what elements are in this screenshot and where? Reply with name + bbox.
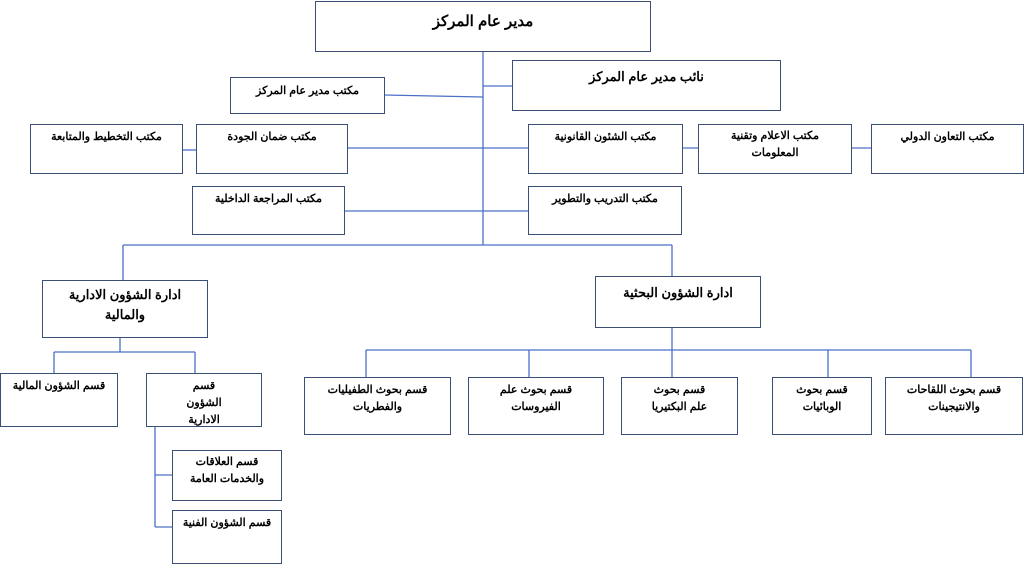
admin-dept-label: ادارة الشؤون الادارية والمالية — [68, 287, 182, 323]
planning-office-label: مكتب التخطيط والمتابعة — [51, 131, 162, 143]
administrative-section-box: قسم الشؤون الادارية — [146, 373, 262, 427]
director-office-label: مكتب مدير عام المركز — [256, 85, 359, 97]
relations-section-box: قسم العلاقات والخدمات العامة — [172, 450, 282, 501]
media-it-office-box: مكتب الاعلام وتقنية المعلومات — [698, 124, 852, 174]
planning-office-box: مكتب التخطيط والمتابعة — [30, 124, 183, 174]
relations-section-label: قسم العلاقات والخدمات العامة — [189, 456, 265, 486]
epidemics-section-label: قسم بحوث الوبائيات — [796, 384, 848, 414]
director-office-box: مكتب مدير عام المركز — [230, 77, 385, 114]
director-label: مدير عام المركز — [432, 13, 534, 30]
technical-section-box: قسم الشؤون الفنية — [172, 510, 282, 564]
vaccines-section-box: قسم بحوث اللقاحات والانتيجينات — [885, 377, 1023, 435]
research-dept-label: ادارة الشؤون البحثية — [623, 285, 733, 300]
financial-section-label: قسم الشؤون المالية — [12, 380, 106, 392]
internal-audit-office-box: مكتب المراجعة الداخلية — [192, 186, 345, 235]
vaccines-section-label: قسم بحوث اللقاحات والانتيجينات — [906, 384, 1002, 414]
international-office-label: مكتب التعاون الدولي — [900, 131, 995, 143]
director-box: مدير عام المركز — [315, 1, 651, 52]
quality-office-label: مكتب ضمان الجودة — [227, 131, 317, 143]
quality-office-box: مكتب ضمان الجودة — [196, 124, 348, 174]
financial-section-box: قسم الشؤون المالية — [0, 373, 118, 427]
international-office-box: مكتب التعاون الدولي — [871, 124, 1024, 174]
deputy-box: نائب مدير عام المركز — [512, 60, 781, 111]
connector-director-office — [383, 94, 484, 98]
legal-office-box: مكتب الشئون القانونية — [528, 124, 683, 174]
administrative-section-label: قسم الشؤون الادارية — [186, 380, 222, 427]
parasites-section-box: قسم بحوث الطفيليات والفطريات — [304, 377, 451, 435]
epidemics-section-box: قسم بحوث الوبائيات — [772, 377, 872, 435]
research-dept-box: ادارة الشؤون البحثية — [595, 276, 761, 328]
legal-office-label: مكتب الشئون القانونية — [554, 131, 657, 143]
parasites-section-label: قسم بحوث الطفيليات والفطريات — [327, 384, 428, 414]
internal-audit-office-label: مكتب المراجعة الداخلية — [215, 193, 322, 205]
admin-dept-box: ادارة الشؤون الادارية والمالية — [42, 280, 208, 338]
bacteriology-section-box: قسم بحوث علم البكتيريا — [621, 377, 738, 435]
technical-section-label: قسم الشؤون الفنية — [182, 517, 272, 529]
deputy-label: نائب مدير عام المركز — [589, 69, 704, 84]
virology-section-box: قسم بحوث علم الفيروسات — [468, 377, 604, 435]
bacteriology-section-label: قسم بحوث علم البكتيريا — [651, 384, 708, 414]
media-it-office-label: مكتب الاعلام وتقنية المعلومات — [731, 130, 819, 160]
training-office-label: مكتب التدريب والتطوير — [552, 193, 658, 205]
training-office-box: مكتب التدريب والتطوير — [528, 186, 682, 235]
virology-section-label: قسم بحوث علم الفيروسات — [499, 384, 573, 414]
